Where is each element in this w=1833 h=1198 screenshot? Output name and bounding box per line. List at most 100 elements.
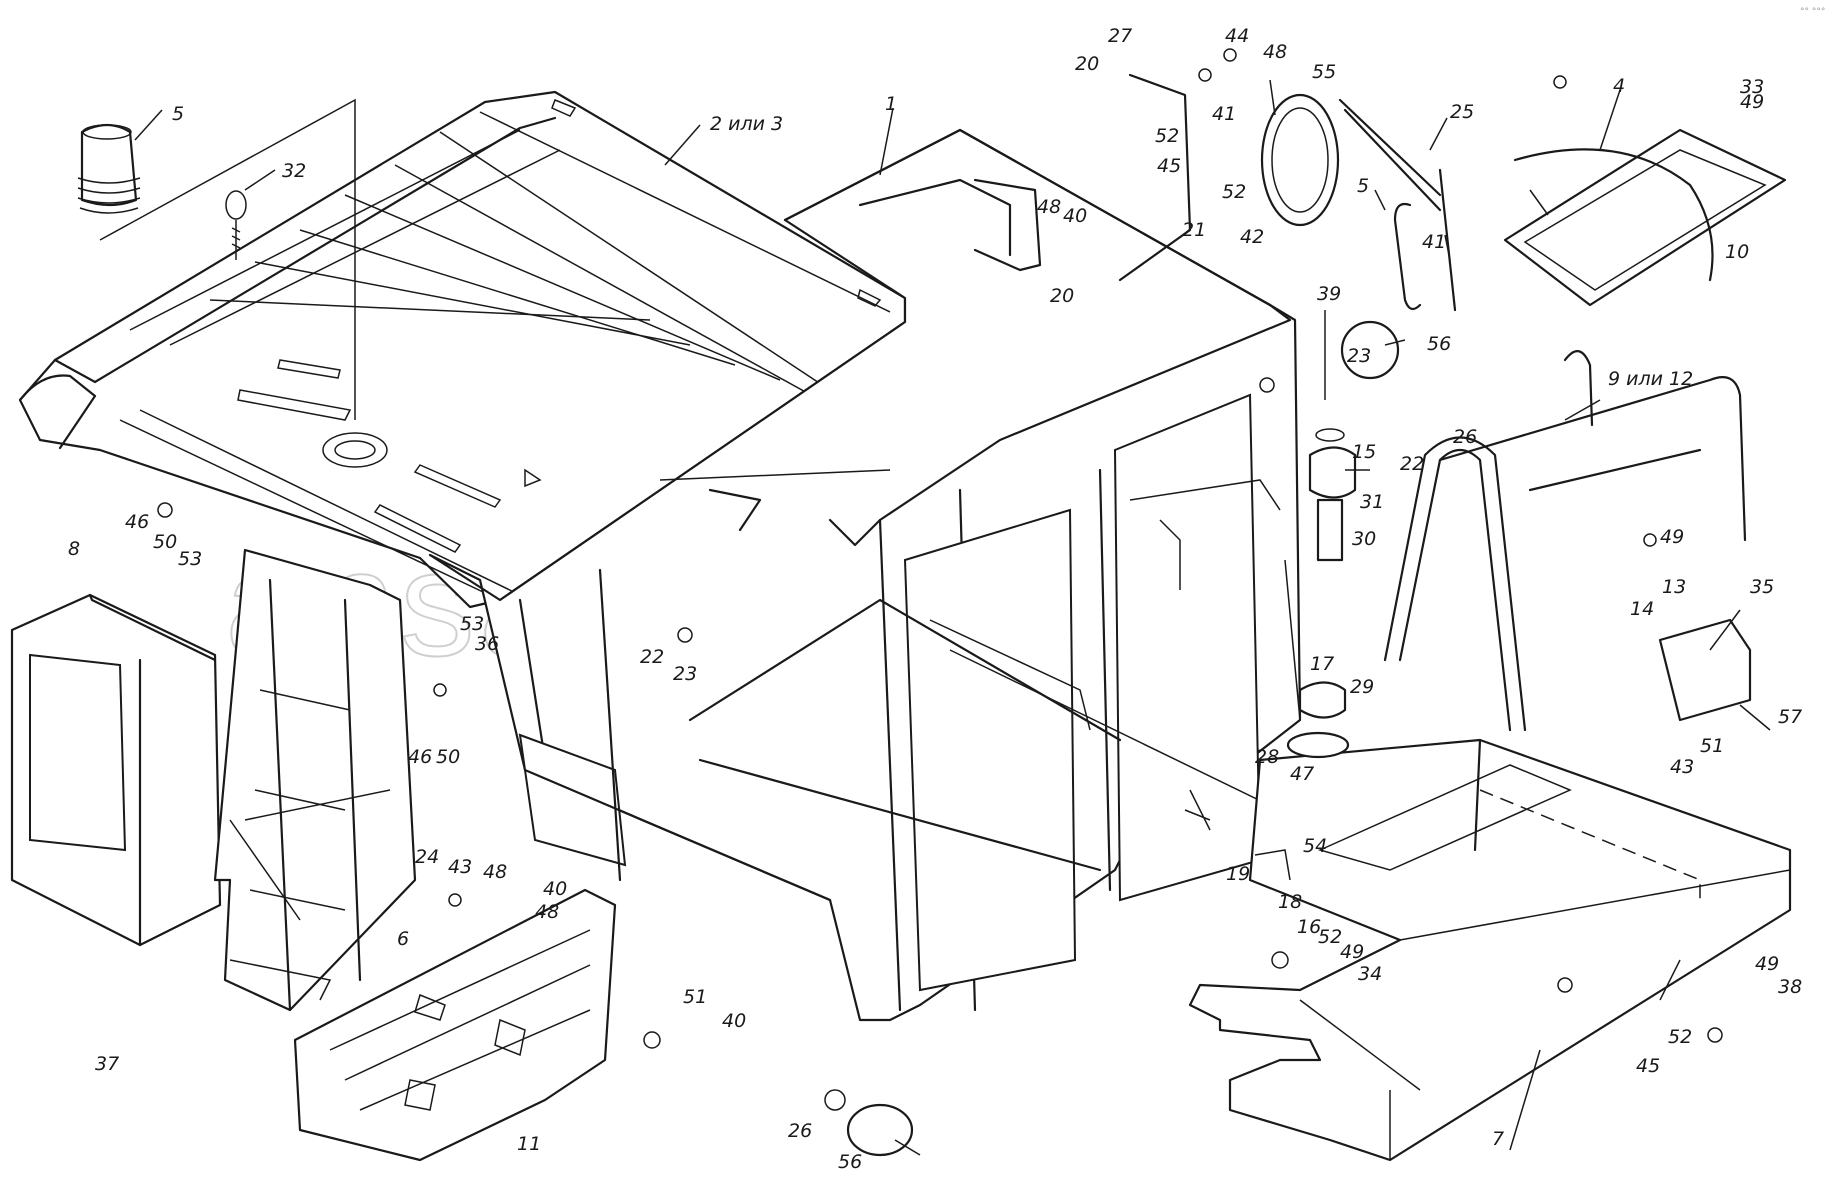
shock-mount — [1308, 310, 1357, 562]
step-bracket-6 — [213, 548, 417, 1012]
callout-45-top: 45 — [1157, 155, 1181, 177]
callout-55: 55 — [1312, 61, 1336, 83]
callout-43-left: 43 — [448, 856, 472, 878]
callout-20-top: 20 — [1075, 53, 1099, 75]
callout-29: 29 — [1350, 676, 1374, 698]
beacon-lamp — [77, 123, 141, 214]
callout-23-mid: 23 — [673, 663, 697, 685]
callout-56-bottom: 56 — [838, 1151, 862, 1173]
callout-43-right: 43 — [1670, 756, 1694, 778]
callout-49-c: 49 — [1340, 941, 1364, 963]
callout-53-top: 53 — [178, 548, 202, 570]
callout-31: 31 — [1360, 491, 1384, 513]
handle-5 — [1393, 202, 1422, 311]
callout-52-bottom: 52 — [1668, 1026, 1692, 1048]
callout-46-top: 46 — [125, 511, 149, 533]
callout-10: 10 — [1725, 241, 1749, 263]
bracket-13 — [1658, 618, 1752, 722]
lamp-56-top — [1340, 320, 1400, 380]
wire-21 — [1118, 73, 1192, 282]
callout-9-or-12: 9 или 12 — [1608, 368, 1693, 390]
callout-40-top: 40 — [1063, 205, 1087, 227]
callout-33: 33 — [1740, 76, 1764, 98]
callout-51-bottom: 51 — [683, 986, 707, 1008]
callout-50-mid: 50 — [436, 746, 460, 768]
side-cover-11 — [293, 888, 617, 1162]
callout-26-top: 26 — [1453, 426, 1477, 448]
callout-48-left-b: 48 — [535, 901, 559, 923]
callout-52-a: 52 — [1155, 125, 1179, 147]
callout-49-bottom: 49 — [1755, 953, 1779, 975]
rear-panel-8 — [10, 593, 222, 947]
callout-52-b: 52 — [1222, 181, 1246, 203]
callout-46-mid: 46 — [408, 746, 432, 768]
callout-19: 19 — [1226, 863, 1250, 885]
callout-42: 42 — [1240, 226, 1264, 248]
callout-26-bottom: 26 — [788, 1120, 812, 1142]
callout-48-mid: 48 — [1037, 196, 1061, 218]
callout-41-handle: 41 — [1422, 231, 1446, 253]
leader-lines — [134, 79, 1771, 1156]
callout-47: 47 — [1290, 763, 1314, 785]
callout-7: 7 — [1492, 1128, 1504, 1150]
callout-21: 21 — [1182, 219, 1206, 241]
callout-2-or-3: 2 или 3 — [710, 113, 783, 135]
callout-48-left-a: 48 — [483, 861, 507, 883]
fasteners — [157, 48, 1723, 1049]
callout-44: 44 — [1225, 25, 1249, 47]
callout-45-bottom: 45 — [1636, 1055, 1660, 1077]
cab-frame — [428, 128, 1302, 1022]
hose-4 — [1513, 148, 1714, 282]
callout-18: 18 — [1278, 891, 1302, 913]
callout-49-right: 49 — [1660, 526, 1684, 548]
callout-25: 25 — [1450, 101, 1474, 123]
callout-39: 39 — [1317, 283, 1341, 305]
callout-13: 13 — [1662, 576, 1686, 598]
buffer-29 — [1298, 681, 1347, 719]
callout-16: 16 — [1297, 916, 1321, 938]
callout-30: 30 — [1352, 528, 1376, 550]
callout-28: 28 — [1255, 746, 1279, 768]
callout-36: 36 — [475, 633, 499, 655]
washer-28 — [1286, 731, 1350, 759]
callout-17: 17 — [1310, 653, 1334, 675]
callout-32: 32 — [282, 160, 306, 182]
leader-beacon — [99, 98, 356, 420]
callout-22-right: 22 — [1400, 453, 1424, 475]
callout-37: 37 — [95, 1053, 119, 1075]
callout-8: 8 — [68, 538, 80, 560]
callout-53-mid: 53 — [460, 613, 484, 635]
callout-49-top: 49 — [1740, 91, 1764, 113]
corner-mark: °° °°° — [1800, 7, 1825, 17]
callout-56-top: 56 — [1427, 333, 1451, 355]
callout-15: 15 — [1352, 441, 1376, 463]
callout-40-bottom: 40 — [722, 1010, 746, 1032]
callout-14: 14 — [1630, 598, 1654, 620]
callout-23-right: 23 — [1347, 345, 1371, 367]
mirror-bracket — [1438, 168, 1457, 312]
callout-24: 24 — [415, 846, 439, 868]
roll-bar — [1383, 350, 1747, 732]
callout-54: 54 — [1303, 835, 1327, 857]
callout-34: 34 — [1358, 963, 1382, 985]
mirror-55 — [1260, 93, 1340, 227]
lamp-56-bottom — [824, 1089, 914, 1157]
callout-48-top: 48 — [1263, 41, 1287, 63]
mirror-arm-25 — [1338, 98, 1442, 212]
callout-52-c: 52 — [1318, 926, 1342, 948]
floor-base-7 — [1188, 738, 1792, 1162]
callout-5-beacon: 5 — [172, 103, 184, 125]
eye-bolt — [225, 190, 247, 260]
callout-6: 6 — [397, 928, 409, 950]
mount-plate-10 — [1503, 128, 1787, 307]
callout-27: 27 — [1108, 25, 1132, 47]
callout-41-top: 41 — [1212, 103, 1236, 125]
callout-labels: 5 32 2 или 3 1 20 27 44 48 55 25 4 33 49… — [68, 25, 1802, 1173]
callout-11: 11 — [517, 1133, 541, 1155]
callout-40-left: 40 — [543, 878, 567, 900]
callout-20-mid: 20 — [1050, 285, 1074, 307]
callout-4: 4 — [1613, 75, 1625, 97]
callout-51-right: 51 — [1700, 735, 1724, 757]
